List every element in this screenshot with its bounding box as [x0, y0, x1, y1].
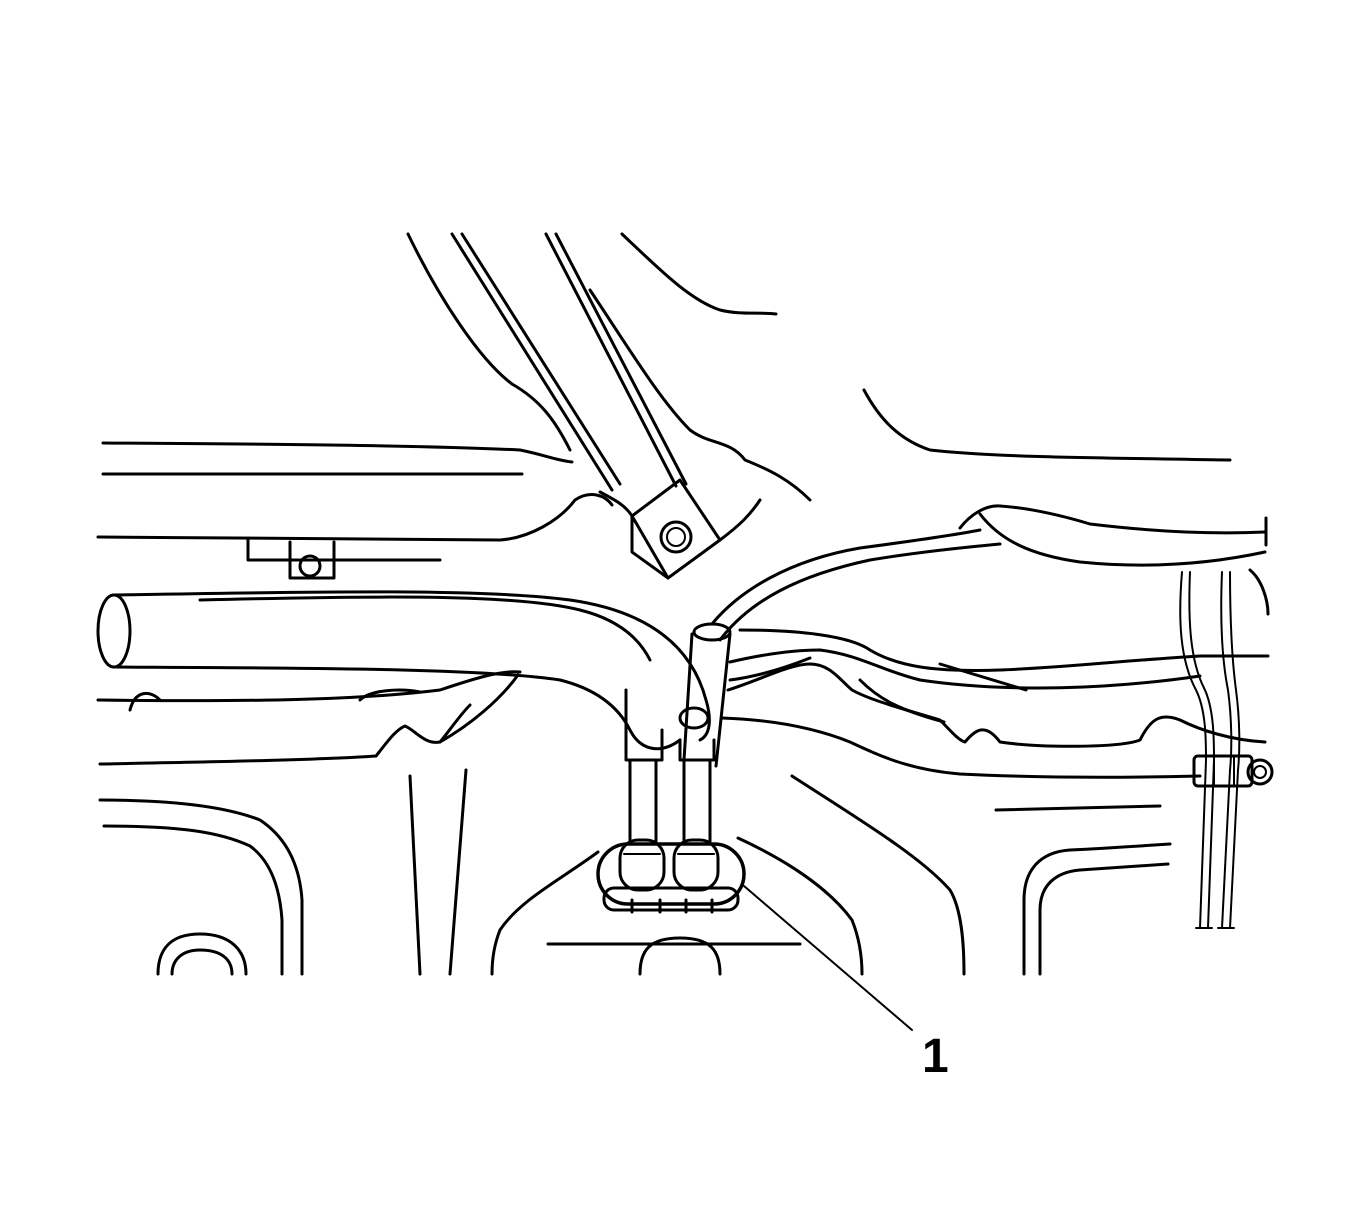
frame-bracket: [598, 478, 762, 580]
hose-cap-right: [672, 838, 720, 892]
brake-line-clip: [1192, 754, 1274, 788]
callout-leader-line: [743, 885, 913, 1031]
right-side-panel: [958, 504, 1270, 616]
vent-tube: [682, 528, 1002, 768]
bracket-bolt: [659, 520, 693, 554]
left-rail: [96, 441, 614, 580]
upper-frame-members: [406, 232, 1232, 502]
hose-cap-left: [618, 838, 666, 892]
clip-bolt: [1246, 758, 1274, 786]
exhaust-pipe: [96, 590, 711, 751]
rail-bolt: [298, 554, 322, 578]
brake-lines: [1179, 571, 1241, 929]
callout-1: 1: [743, 885, 949, 1083]
grommet: [596, 838, 746, 914]
callout-label: 1: [922, 1030, 949, 1083]
lower-panels: [98, 768, 1172, 976]
floor-pan-contours: [96, 628, 1270, 812]
grommet-outer: [596, 842, 746, 906]
hoses: [624, 688, 716, 844]
